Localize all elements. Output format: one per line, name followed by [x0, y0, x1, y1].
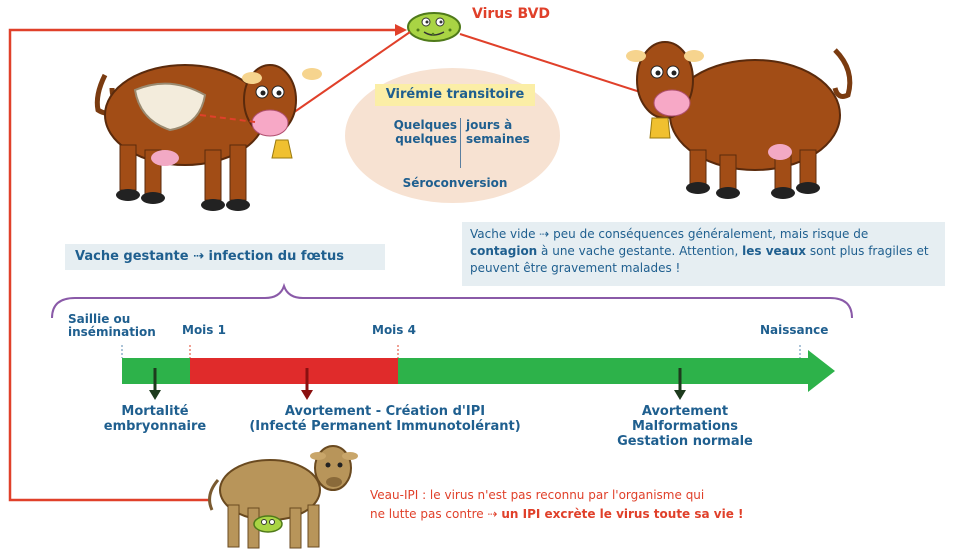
- timeline-ticks: [121, 345, 801, 358]
- outcome-mid-line1: Avortement - Création d'IPI: [284, 404, 486, 419]
- empty-cow-text-3: sont plus fragiles et peuvent être grave…: [470, 244, 929, 275]
- virus-to-pregnant-cow-line: [289, 31, 411, 116]
- outcome-early: Mortalité embryonnaire: [90, 404, 220, 434]
- empty-cow-bold-1: contagion: [470, 244, 538, 258]
- stage-label-month4: Mois 4: [372, 323, 416, 337]
- pregnant-suffix: infection du fœtus: [208, 249, 344, 264]
- virus-to-empty-cow-line: [459, 33, 666, 101]
- ipi-line2-text: ne lutte pas contre ⇢: [370, 507, 502, 521]
- ipi-caption: Veau-IPI : le virus n'est pas reconnu pa…: [370, 486, 930, 524]
- calf-ipi: [208, 445, 358, 549]
- timeline-bar: [122, 350, 835, 392]
- timeline-brace: [51, 282, 853, 319]
- viremia-right-text: jours à semaines: [466, 118, 530, 146]
- stage-label-month1: Mois 1: [182, 323, 226, 337]
- pregnant-arrow: ⇢: [193, 249, 204, 264]
- outcome-late-line2: Malformations: [631, 419, 739, 434]
- pregnant-prefix: Vache gestante: [75, 249, 189, 264]
- ipi-line2: ne lutte pas contre ⇢ un IPI excrète le …: [370, 505, 930, 524]
- viremia-title: Virémie transitoire: [375, 84, 535, 106]
- outcome-mid: Avortement - Création d'IPI (Infecté Per…: [225, 404, 545, 434]
- empty-cow: [626, 23, 853, 199]
- stage-label-birth: Naissance: [760, 323, 829, 337]
- pregnant-cow-caption: Vache gestante ⇢ infection du fœtus: [65, 244, 385, 270]
- seroconversion-label: Séroconversion: [402, 176, 508, 190]
- outcome-mid-line2: (Infecté Permanent Immunotolérant): [249, 419, 521, 434]
- empty-cow-bold-2: les veaux: [742, 244, 807, 258]
- ipi-loop-arrow: [8, 28, 395, 502]
- stage-label-mating-line2: insémination: [68, 325, 156, 339]
- loop-arrow-head: [395, 24, 407, 36]
- viremia-divider: [460, 118, 461, 168]
- empty-cow-caption: Vache vide ⇢ peu de conséquences général…: [462, 222, 945, 286]
- pregnant-cow: [94, 46, 322, 211]
- ipi-line1: Veau-IPI : le virus n'est pas reconnu pa…: [370, 488, 705, 502]
- stage-label-mating-line1: Saillie ou: [68, 312, 131, 326]
- ipi-line2-bold: un IPI excrète le virus toute sa vie !: [501, 507, 744, 521]
- virus-label: Virus BVD: [472, 6, 551, 22]
- outcome-late: Avortement Malformations Gestation norma…: [600, 404, 770, 449]
- outcome-arrows: [149, 368, 686, 400]
- empty-cow-text-1: Vache vide ⇢ peu de conséquences général…: [470, 227, 869, 241]
- viremia-left-text: Quelques quelques: [393, 118, 457, 146]
- stage-label-mating: Saillie ou insémination: [68, 313, 156, 339]
- outcome-early-line1: Mortalité: [121, 404, 189, 419]
- outcome-late-line3: Gestation normale: [617, 434, 753, 449]
- outcome-late-line1: Avortement: [641, 404, 729, 419]
- virus-icon: [407, 12, 461, 42]
- empty-cow-text-2: à une vache gestante. Attention,: [537, 244, 743, 258]
- outcome-early-line2: embryonnaire: [103, 419, 207, 434]
